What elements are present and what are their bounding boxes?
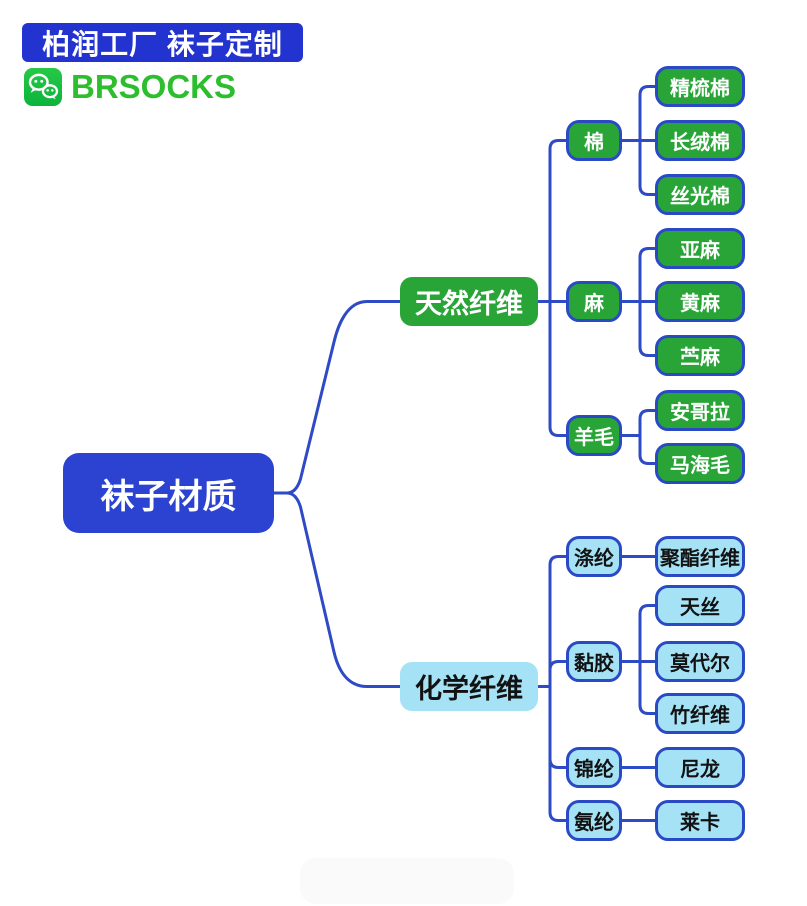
node-polyester-fiber[interactable]: 聚酯纤维 <box>655 536 745 577</box>
page-title: 柏润工厂 袜子定制 <box>22 23 303 62</box>
node-polyester[interactable]: 涤纶 <box>566 536 622 577</box>
node-long-staple-cotton[interactable]: 长绒棉 <box>655 120 745 161</box>
connector-chemical-spandex <box>548 685 568 822</box>
connector-chemical-polyester <box>548 555 568 688</box>
node-tencel[interactable]: 天丝 <box>655 585 745 626</box>
node-chemical-fiber[interactable]: 化学纤维 <box>400 662 538 711</box>
node-modal[interactable]: 莫代尔 <box>655 641 745 682</box>
connector-chemical-nylon <box>548 685 568 769</box>
node-lycra[interactable]: 莱卡 <box>655 800 745 841</box>
connector-viscose-tencel <box>638 604 657 663</box>
node-viscose[interactable]: 黏胶 <box>566 641 622 682</box>
node-nylon-cn[interactable]: 锦纶 <box>566 747 622 788</box>
connector-natural-cotton <box>548 139 568 303</box>
connector-hemp-ramie <box>638 300 657 357</box>
node-mercerized-cotton[interactable]: 丝光棉 <box>655 174 745 215</box>
connector-wool-mohair <box>638 434 657 465</box>
node-nylon[interactable]: 尼龙 <box>655 747 745 788</box>
connector-root-natural <box>272 300 402 495</box>
node-spandex[interactable]: 氨纶 <box>566 800 622 841</box>
connector-root-chemical <box>285 491 402 688</box>
connector-viscose-bamboo <box>638 660 657 715</box>
node-sock-material-root[interactable]: 袜子材质 <box>63 453 274 533</box>
node-mohair[interactable]: 马海毛 <box>655 443 745 484</box>
node-cotton[interactable]: 棉 <box>566 120 622 161</box>
node-angora[interactable]: 安哥拉 <box>655 390 745 431</box>
connector-hemp-flax <box>638 247 657 303</box>
node-natural-fiber[interactable]: 天然纤维 <box>400 277 538 326</box>
node-jute[interactable]: 黄麻 <box>655 281 745 322</box>
brand-row: BRSOCKS <box>24 68 236 106</box>
connector-cotton-mercerized <box>638 139 657 196</box>
connector-natural-wool <box>548 300 568 437</box>
brand-name: BRSOCKS <box>71 68 237 105</box>
watermark <box>300 858 514 904</box>
node-ramie[interactable]: 苎麻 <box>655 335 745 376</box>
node-combed-cotton[interactable]: 精梳棉 <box>655 66 745 107</box>
node-bamboo-fiber[interactable]: 竹纤维 <box>655 693 745 734</box>
connector-wool-angora <box>638 409 657 437</box>
connector-cotton-combed <box>638 85 657 142</box>
node-hemp[interactable]: 麻 <box>566 281 622 322</box>
node-wool[interactable]: 羊毛 <box>566 415 622 456</box>
node-flax[interactable]: 亚麻 <box>655 228 745 269</box>
connector-chemical-viscose <box>548 660 568 688</box>
wechat-icon <box>24 68 62 106</box>
